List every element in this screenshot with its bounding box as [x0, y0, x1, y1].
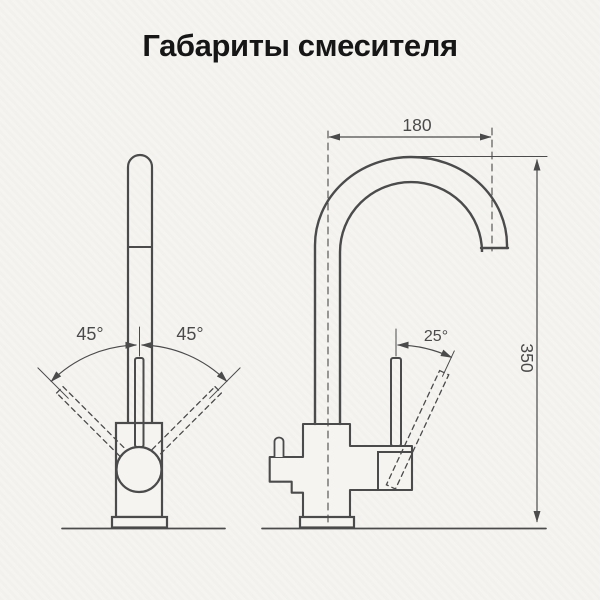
faucet-handle-front	[134, 357, 145, 448]
faucet-column	[126, 153, 154, 425]
faucet-joint-ball	[115, 445, 163, 494]
angle-arc-left	[50, 341, 137, 383]
front-view-drawing: 45° 45°	[37, 153, 241, 530]
lever-angle-label: 25°	[424, 328, 448, 345]
swivel-angle-label-left: 45°	[76, 324, 103, 344]
faucet-base-front	[110, 515, 169, 529]
angle-extension-right	[209, 367, 241, 399]
swivel-angle-label-right: 45°	[176, 324, 203, 344]
outlet-block-edges	[377, 451, 413, 491]
faucet-lever-side	[390, 357, 402, 447]
page-title: Габариты смесителя	[142, 28, 458, 63]
dim-label-180: 180	[402, 115, 431, 135]
lever-angle-arc	[397, 341, 453, 358]
side-view-drawing: 180 350 25°	[261, 115, 548, 530]
spout-outer-curve	[313, 155, 509, 426]
spout-inner-curve	[338, 180, 484, 426]
angle-extension-left	[37, 367, 69, 399]
faucet-base-side	[298, 515, 356, 529]
dim-label-350: 350	[517, 343, 537, 372]
angle-arc-right	[141, 341, 228, 383]
left-outlet-knob	[273, 436, 285, 458]
lever-angle-extension	[442, 350, 455, 377]
